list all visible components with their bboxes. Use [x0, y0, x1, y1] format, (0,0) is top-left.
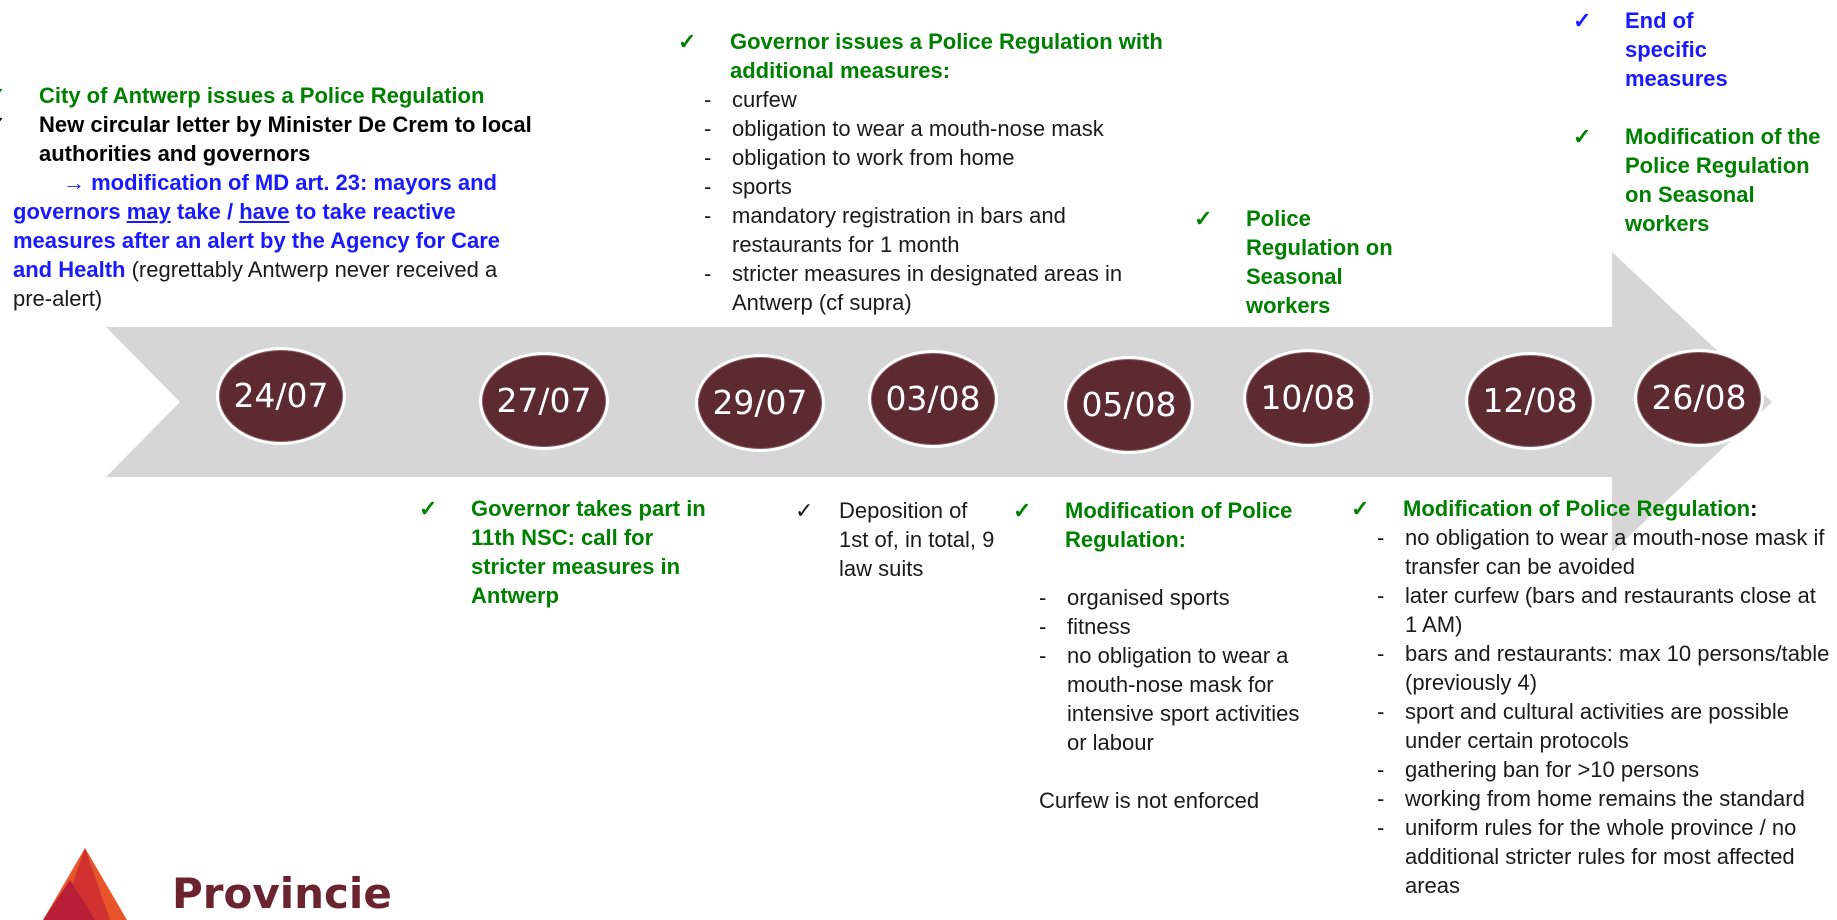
date-26-08: 26/08	[1634, 349, 1764, 447]
date-03-08: 03/08	[868, 350, 998, 448]
list-item: gathering ban for >10 persons	[1377, 755, 1832, 784]
note-27-07: ✓Police Regulation on Seasonal workersGo…	[419, 494, 715, 610]
list-item: obligation to work from home	[704, 143, 1174, 172]
list-item: obligation to wear a mouth-nose mask	[704, 114, 1174, 143]
date-24-07: 24/07	[216, 347, 346, 445]
list-item: no obligation to wear a mouth-nose mask …	[1039, 641, 1317, 757]
list-item: no obligation to wear a mouth-nose mask …	[1377, 523, 1832, 581]
list-item: later curfew (bars and restaurants close…	[1377, 581, 1832, 639]
check-icon: ✓	[1573, 124, 1592, 149]
list-item: organised sports	[1039, 583, 1329, 612]
note-10-08: ✓Police Regulation on Seasonal workers	[1194, 204, 1420, 320]
note-26-08-modification: ✓Modification of the Police Regulation o…	[1573, 124, 1821, 236]
note-12-08-title: ✓Modification of Police Regulation:	[1351, 496, 1758, 521]
note-26-08-end: ✓End of specific measures	[1573, 8, 1728, 91]
check-icon: ✓	[1013, 498, 1032, 523]
check-icon: ✓	[1194, 206, 1213, 231]
note-03-08: ✓ Deposition of 1st of, in total, 9 law …	[795, 496, 1015, 583]
date-10-08: 10/08	[1243, 349, 1373, 447]
list-item: stricter measures in designated areas in…	[704, 259, 1174, 317]
note-24-07-line2: ✓New circular letter by Minister De Crem…	[0, 110, 533, 168]
check-icon: ✓	[1573, 8, 1592, 33]
note-29-07: ✓Governor issues a Police Regulation wit…	[678, 27, 1174, 317]
list-item: mandatory registration in bars and resta…	[704, 201, 1174, 259]
logo-text: Provincie	[172, 869, 392, 918]
list-item: fitness	[1039, 612, 1329, 641]
list-item: uniform rules for the whole province / n…	[1377, 813, 1832, 900]
note-05-08-title: ✓Modification of Police Regulation:	[1013, 498, 1293, 552]
list-item: sports	[704, 172, 1174, 201]
date-27-07: 27/07	[479, 352, 609, 450]
note-05-08: ✓Modification of Police Regulation: orga…	[1013, 496, 1329, 815]
check-icon: ✓	[795, 498, 814, 523]
right-arrow-icon: →	[63, 170, 85, 195]
list-item: working from home remains the standard	[1377, 784, 1832, 813]
list-item: bars and restaurants: max 10 persons/tab…	[1377, 639, 1832, 697]
date-29-07: 29/07	[695, 354, 825, 452]
note-12-08: ✓Modification of Police Regulation: no o…	[1351, 494, 1832, 900]
note-24-07-md-art23: → modification of MD art. 23: mayors and…	[13, 170, 501, 311]
list-item: curfew	[704, 85, 1174, 114]
list-item: sport and cultural activities are possib…	[1377, 697, 1832, 755]
note-10-08-title: ✓Police Regulation on Seasonal workers	[1194, 206, 1393, 318]
date-12-08: 12/08	[1465, 352, 1595, 450]
note-24-07-line1: ✓City of Antwerp issues a Police Regulat…	[0, 81, 533, 110]
check-icon: ✓	[0, 81, 39, 110]
check-icon: ✓	[1351, 496, 1370, 521]
note-24-07: ✓City of Antwerp issues a Police Regulat…	[0, 81, 533, 313]
date-05-08: 05/08	[1064, 356, 1194, 454]
check-icon: ✓	[678, 29, 697, 54]
check-icon: ✓	[419, 496, 438, 521]
note-27-07-title: ✓Police Regulation on Seasonal workersGo…	[419, 496, 706, 608]
note-03-08-text: Deposition of 1st of, in total, 9 law su…	[839, 498, 995, 581]
note-29-07-title: ✓Governor issues a Police Regulation wit…	[678, 29, 1163, 83]
note-26-08: ✓End of specific measures ✓Modification …	[1573, 6, 1821, 238]
check-icon: ✓	[0, 110, 39, 139]
note-05-08-footer: Curfew is not enforced	[1039, 788, 1260, 813]
